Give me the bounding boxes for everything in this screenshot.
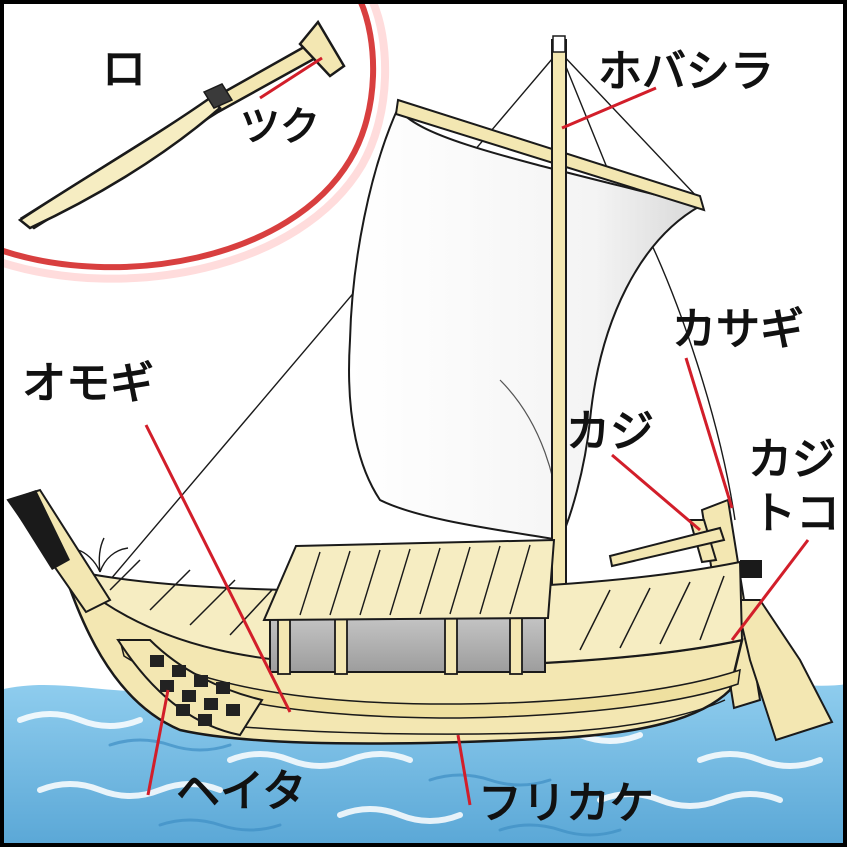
tsuku-grip [298, 19, 346, 78]
label-ro: ロ [102, 44, 146, 95]
label-kajitoko-top: カジ [748, 434, 836, 485]
kaji-tiller [608, 526, 726, 568]
cabin-roof [262, 538, 556, 622]
label-hobashira: ホバシラ [598, 46, 774, 97]
label-tsuku: ツク [240, 104, 320, 150]
furikake-leader [456, 734, 472, 806]
heita-leader [146, 689, 170, 796]
tsuku-leader [259, 56, 323, 100]
hobashira-leader [561, 86, 657, 130]
label-kajitoko-bottom: トコ [752, 488, 840, 539]
yard [394, 98, 706, 212]
label-omogi: オモギ [22, 358, 154, 409]
label-furikake: フリカケ [478, 778, 654, 829]
oar-joint [202, 83, 234, 109]
label-kaji: カジ [566, 406, 654, 457]
bow-ornament [77, 537, 129, 573]
kajitoko-leader [730, 539, 810, 641]
ro-inset [0, 0, 390, 283]
rudder-blade [734, 599, 834, 742]
label-kasagi: カサギ [672, 304, 804, 355]
omogi-plank [118, 638, 741, 719]
oar-blade [17, 96, 222, 230]
labels: ロ ツク ホバシラ カサギ オモギ カジ カジ トコ ヘイタ フリカケ [22, 44, 840, 829]
boat [6, 35, 834, 745]
deck-planks [109, 559, 725, 651]
omogi-leader [144, 424, 292, 713]
kaji-leader [611, 453, 701, 532]
label-heita: ヘイタ [176, 766, 306, 817]
bow-cap [8, 490, 70, 570]
kasagi-leader [684, 357, 734, 509]
hobashira-mast [551, 39, 567, 651]
leader-lines [144, 86, 810, 806]
heita-panel [116, 639, 264, 737]
